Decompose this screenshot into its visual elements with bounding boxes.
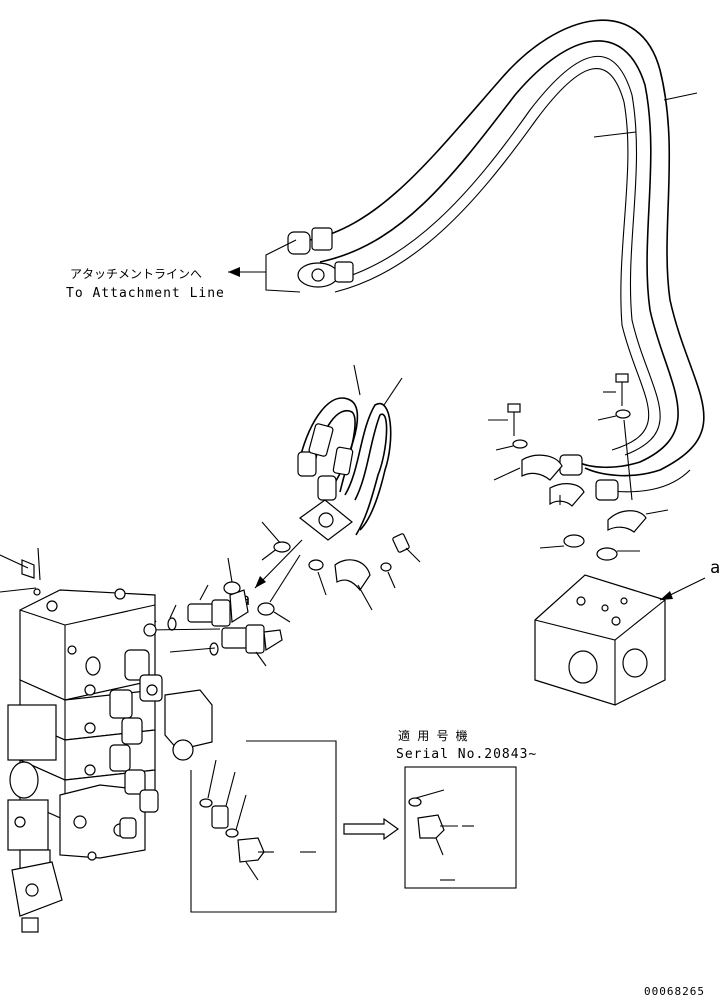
leader-hose-3: [353, 364, 361, 396]
leader-hose-2: [593, 131, 637, 138]
hose-nut-upper: [311, 227, 333, 251]
detail-a-indicator: [223, 521, 327, 623]
hose-fitting-right-b: [595, 479, 619, 501]
serial-label-en: Serial No.20843~: [396, 747, 538, 762]
leader-hose-1: [663, 92, 698, 101]
attachment-hose-bundle: [287, 19, 705, 501]
leader-hose-4: [383, 377, 403, 406]
bolt-set-right: [488, 373, 669, 533]
bolt-set-middle: [334, 533, 421, 611]
serial-label-jp: 適 用 号 機: [398, 729, 468, 743]
serial-detail-box: [404, 766, 517, 889]
o-ring-right-1: [563, 534, 585, 548]
hose-fitting-upper: [287, 231, 311, 255]
attachment-line-label-jp: アタッチメントラインへ: [70, 267, 203, 281]
detail-marker-a-right: a: [710, 558, 722, 578]
elbow-fittings: [141, 584, 283, 667]
transfer-arrow: [343, 817, 400, 841]
junction-block-a: [534, 574, 706, 706]
detail-inset-left: [190, 740, 337, 913]
control-valve-assembly: [0, 547, 213, 933]
hose-fitting-right-a: [559, 454, 583, 476]
attachment-line-label-en: To Attachment Line: [66, 286, 225, 301]
pump-hose-pair: [297, 364, 403, 541]
attachment-line-callout: [228, 239, 301, 293]
o-ring-middle-3: [308, 559, 324, 571]
o-ring-right-2: [596, 547, 618, 561]
drawing-number: 00068265: [644, 985, 705, 998]
o-ring-middle-2: [257, 602, 275, 616]
